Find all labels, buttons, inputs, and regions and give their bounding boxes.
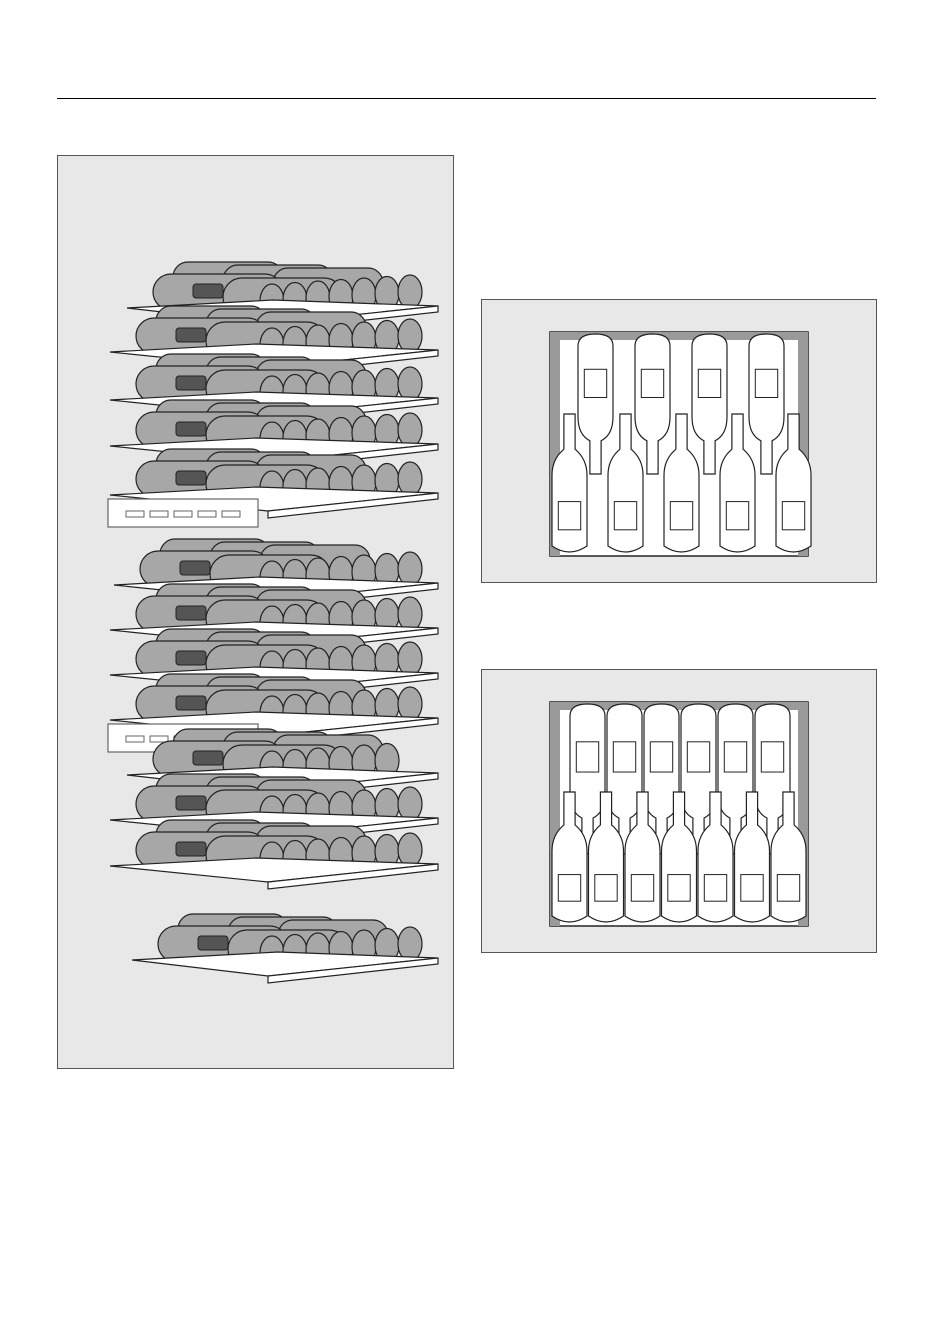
header-rule bbox=[57, 98, 876, 99]
bottles-top-view-icon bbox=[482, 670, 876, 952]
top-view-figure-loose bbox=[481, 299, 877, 583]
rack-shelf bbox=[110, 820, 438, 889]
bottles-top-view-icon bbox=[482, 300, 876, 582]
rack-shelf bbox=[108, 449, 438, 527]
rack-shelf bbox=[132, 914, 438, 983]
bottle-group bbox=[552, 704, 806, 922]
top-view-figure-dense bbox=[481, 669, 877, 953]
wine-rack-figure bbox=[57, 155, 454, 1069]
wine-rack-illustration-icon bbox=[58, 156, 453, 1068]
